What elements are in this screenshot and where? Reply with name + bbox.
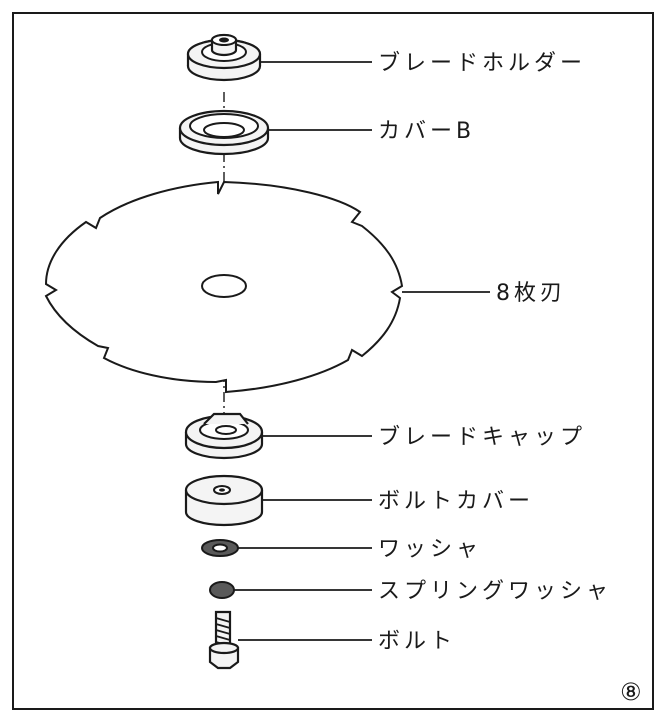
blade-cap-part	[184, 412, 264, 460]
label-cover-b: カバーB	[378, 119, 475, 144]
bolt-part	[208, 610, 240, 670]
label-spring-washer: スプリングワッシャ	[378, 579, 612, 604]
label-eight-blade: 8枚刃	[496, 281, 566, 306]
label-blade-cap: ブレードキャップ	[378, 425, 586, 450]
figure-number: ⑧	[620, 678, 642, 706]
figure-frame	[12, 12, 654, 710]
bolt-cover-part	[184, 474, 264, 527]
label-bolt: ボルト	[378, 629, 456, 654]
spring-washer-part	[209, 581, 235, 599]
label-bolt-cover: ボルトカバー	[378, 489, 534, 514]
washer-part	[201, 539, 239, 557]
eight-blade-disc-part	[44, 180, 404, 394]
cover-b-part	[178, 109, 270, 156]
label-washer: ワッシャ	[378, 537, 482, 562]
label-blade-holder: ブレードホルダー	[378, 51, 586, 76]
leader-lines	[234, 61, 490, 641]
blade-holder-part	[186, 33, 262, 82]
